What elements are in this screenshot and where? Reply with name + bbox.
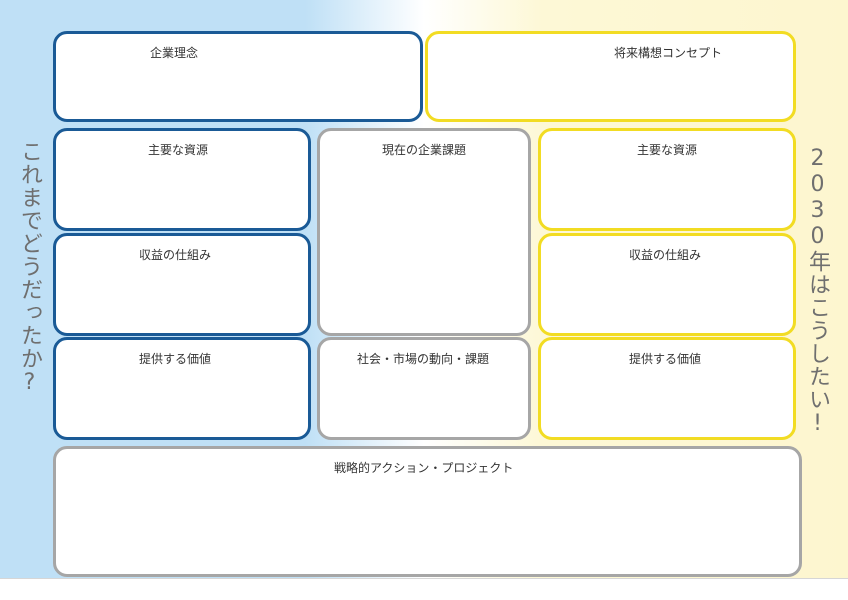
future-side-label: 2030年はこうしたい! [805, 146, 830, 437]
future-value-offered-box[interactable]: 提供する価値 [538, 337, 796, 440]
past-revenue-model-box[interactable]: 収益の仕組み [53, 233, 311, 336]
market-trends-title: 社会・市場の動向・課題 [357, 352, 490, 366]
future-concept-title: 将来構想コンセプト [614, 46, 723, 60]
past-side-label: これまでどうだったか? [17, 140, 42, 396]
corporate-philosophy-title: 企業理念 [150, 46, 199, 60]
future-key-resources-box[interactable]: 主要な資源 [538, 128, 796, 231]
past-key-resources-title: 主要な資源 [148, 143, 209, 157]
strategic-actions-title: 戦略的アクション・プロジェクト [334, 461, 514, 475]
future-value-offered-title: 提供する価値 [629, 352, 702, 366]
market-trends-box[interactable]: 社会・市場の動向・課題 [317, 337, 531, 440]
future-revenue-model-title: 収益の仕組み [629, 248, 702, 262]
past-revenue-model-title: 収益の仕組み [139, 248, 212, 262]
past-value-offered-title: 提供する価値 [139, 352, 212, 366]
corporate-philosophy-box[interactable]: 企業理念 [53, 31, 423, 122]
strategic-actions-box[interactable]: 戦略的アクション・プロジェクト [53, 446, 802, 577]
future-key-resources-title: 主要な資源 [637, 143, 698, 157]
future-revenue-model-box[interactable]: 収益の仕組み [538, 233, 796, 336]
future-concept-box[interactable]: 将来構想コンセプト [425, 31, 796, 122]
past-value-offered-box[interactable]: 提供する価値 [53, 337, 311, 440]
bottom-strip [0, 578, 848, 600]
current-issues-title: 現在の企業課題 [382, 143, 467, 157]
past-key-resources-box[interactable]: 主要な資源 [53, 128, 311, 231]
current-issues-box[interactable]: 現在の企業課題 [317, 128, 531, 336]
